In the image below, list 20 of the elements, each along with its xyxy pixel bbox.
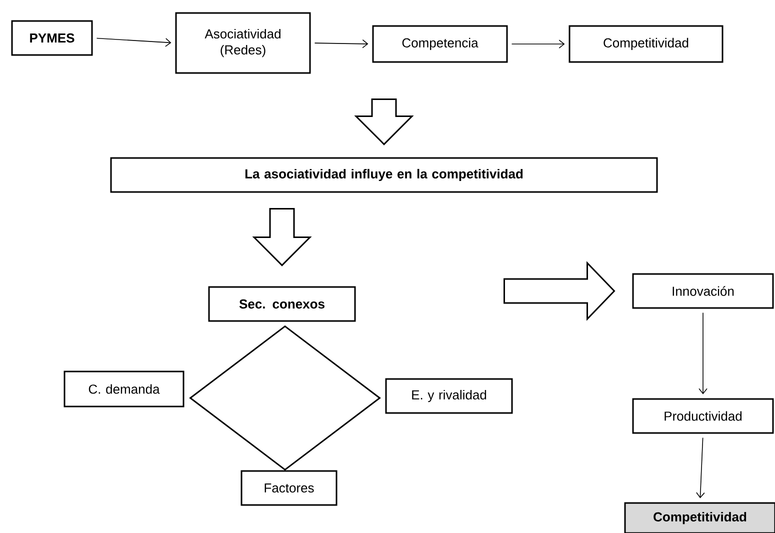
block-arrow	[504, 261, 616, 321]
statement-box: La asociatividad influye en la competitividad	[110, 157, 658, 193]
process-box: Competencia	[372, 25, 508, 63]
block-arrow	[354, 98, 414, 146]
process-box: Asociatividad (Redes)	[175, 12, 311, 74]
process-box: Competitividad	[624, 502, 775, 533]
process-box: Competitividad	[568, 25, 724, 63]
process-box: Sec. conexos	[208, 286, 356, 322]
process-box: Innovación	[632, 273, 774, 309]
process-box: C. demanda	[64, 370, 184, 408]
arrow	[314, 39, 368, 48]
process-box: PYMES	[11, 20, 93, 56]
arrow	[96, 38, 172, 47]
process-box: Productividad	[632, 398, 774, 434]
arrow	[511, 40, 565, 48]
process-box: E. y rivalidad	[385, 378, 513, 414]
arrow	[698, 312, 708, 394]
arrow	[696, 437, 705, 498]
block-arrow	[252, 208, 312, 266]
process-box: Factores	[240, 470, 338, 506]
